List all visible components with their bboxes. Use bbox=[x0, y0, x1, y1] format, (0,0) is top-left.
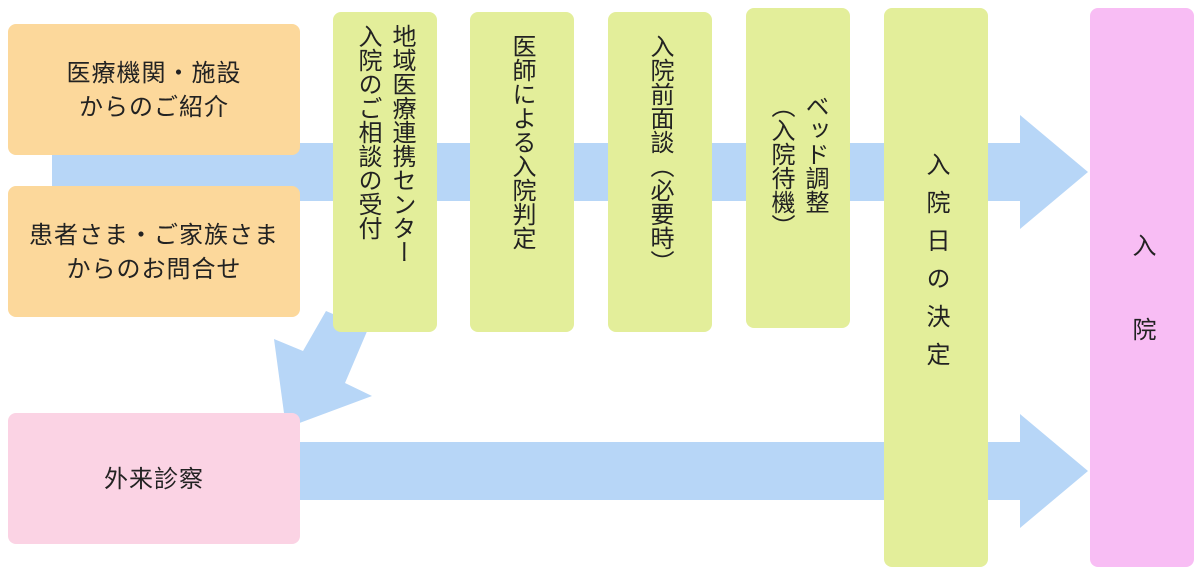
bed-adjustment-line-1: ベッド調整 bbox=[801, 94, 829, 214]
institution-referral-line-2: からのご紹介 bbox=[79, 92, 229, 121]
outpatient-box: 外来診察 bbox=[8, 413, 300, 544]
institution-referral-box: 医療機関・施設 からのご紹介 bbox=[8, 24, 300, 155]
outpatient-text: 外来診察 bbox=[104, 464, 204, 493]
admission-text: 入院 bbox=[1128, 233, 1156, 401]
admission-date-box: 入院日の決定 bbox=[884, 8, 988, 567]
bed-adjustment-box: ベッド調整 （入院待機） bbox=[746, 8, 850, 328]
admission-date-text: 入院日の決定 bbox=[922, 152, 950, 380]
pre-admission-interview-box: 入院前面談（必要時） bbox=[608, 12, 712, 332]
consultation-desk-box: 地域医療連携センター 入院のご相談の受付 bbox=[333, 12, 437, 332]
patient-inquiry-box: 患者さま・ご家族さま からのお問合せ bbox=[8, 186, 300, 317]
institution-referral-line-1: 医療機関・施設 bbox=[66, 58, 242, 87]
consultation-desk-line-2: 入院のご相談の受付 bbox=[354, 24, 382, 240]
patient-inquiry-line-2: からのお問合せ bbox=[66, 254, 242, 283]
arrow-to-outpatient bbox=[274, 311, 372, 428]
patient-inquiry-line-1: 患者さま・ご家族さま bbox=[29, 220, 279, 249]
admission-judgment-box: 医師による入院判定 bbox=[470, 12, 574, 332]
consultation-desk-line-1: 地域医療連携センター bbox=[388, 24, 416, 264]
admission-box: 入院 bbox=[1090, 8, 1194, 567]
pre-admission-interview-text: 入院前面談（必要時） bbox=[646, 34, 674, 274]
admission-judgment-text: 医師による入院判定 bbox=[508, 34, 536, 250]
bed-adjustment-line-2: （入院待機） bbox=[767, 94, 795, 238]
